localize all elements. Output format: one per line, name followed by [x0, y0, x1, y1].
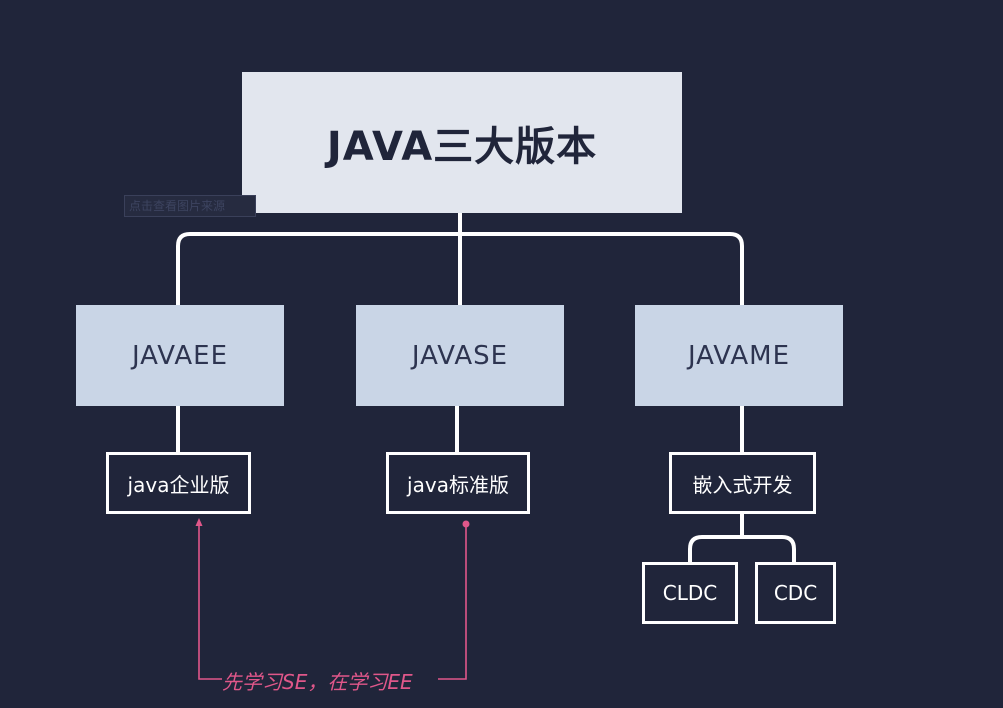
edition-node-javaee: JAVAEE	[76, 305, 284, 406]
root-node-title: JAVA三大版本	[242, 72, 682, 213]
edition-node-javase: JAVASE	[356, 305, 564, 406]
image-source-watermark[interactable]: 点击查看图片来源	[124, 195, 256, 217]
leaf-node-standard: java标准版	[386, 452, 530, 514]
edition-node-javame: JAVAME	[635, 305, 843, 406]
leaf-node-cldc: CLDC	[642, 562, 738, 624]
javame-sub-branch	[688, 535, 796, 563]
leaf-node-cdc: CDC	[755, 562, 836, 624]
annotation-arrow	[198, 524, 467, 680]
annotation-dot	[462, 520, 470, 528]
learning-order-annotation: 先学习SE，在学习EE	[222, 670, 413, 694]
leaf-node-embedded: 嵌入式开发	[669, 452, 816, 514]
leaf-node-enterprise: java企业版	[106, 452, 251, 514]
annotation-arrowhead	[195, 518, 203, 526]
